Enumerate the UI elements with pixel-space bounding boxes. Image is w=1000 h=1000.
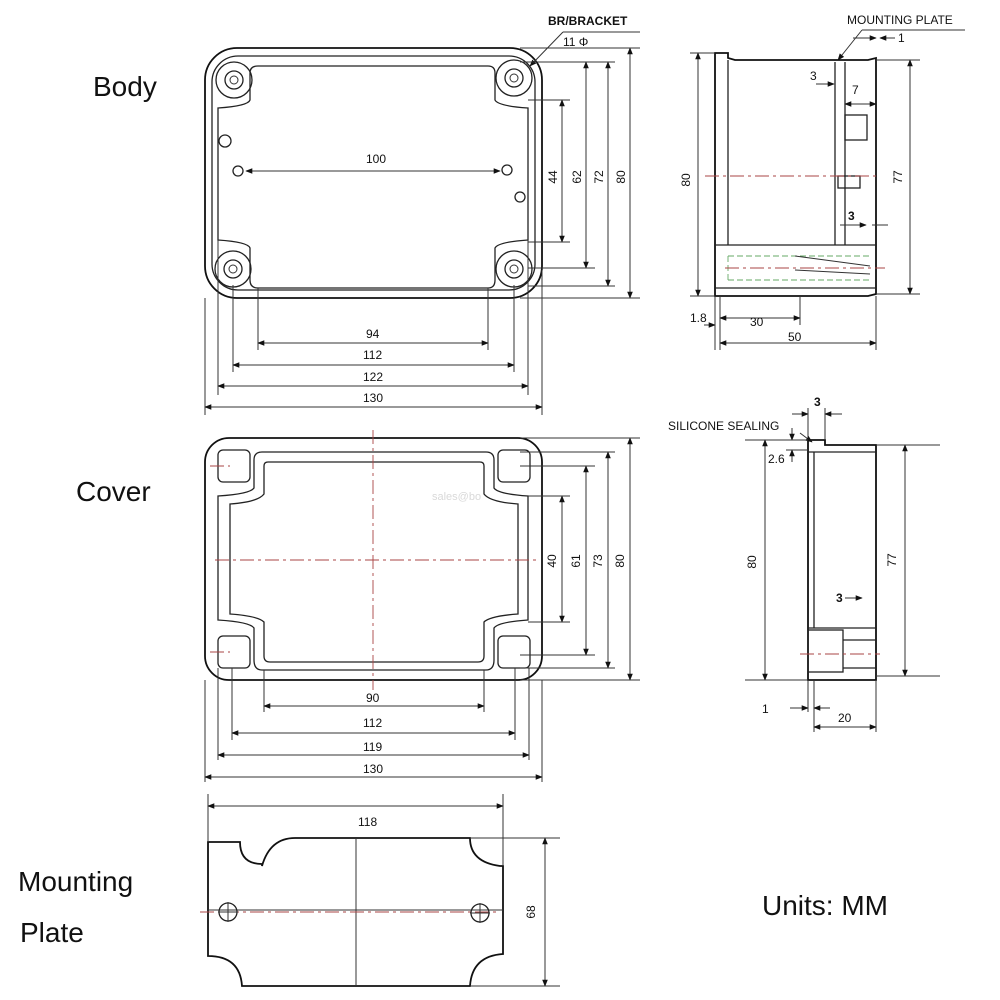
- watermark-text: sales@bo: [432, 491, 481, 503]
- body-side-dim-30: 30: [750, 315, 764, 329]
- cover-dim-90: 90: [366, 691, 380, 705]
- plate-dim-68: 68: [524, 905, 538, 919]
- cover-label: Cover: [76, 476, 151, 507]
- body-side-dim-80: 80: [679, 173, 693, 187]
- hole-diameter-label: 11 Φ: [563, 35, 588, 49]
- cover-side-dim-80: 80: [745, 555, 759, 569]
- body-dim-72: 72: [592, 170, 606, 184]
- mount-hole-left: [232, 165, 244, 177]
- body-label: Body: [93, 71, 157, 102]
- body-side-dim-7: 7: [852, 83, 859, 97]
- body-side-dim-1: 1: [898, 31, 905, 45]
- cover-side-dim-3-seal: 3: [814, 395, 821, 409]
- cover-front-view: sales@bo 90 112 119 130 40 61 73: [204, 430, 640, 782]
- cover-dim-130: 130: [363, 762, 383, 776]
- br-bracket-label: BR/BRACKET: [548, 14, 628, 28]
- cover-side-dim-1: 1: [762, 702, 769, 716]
- body-side-dim-50: 50: [788, 330, 802, 344]
- body-side-view: MOUNTING PLATE 1 3 7 3 80 77 1.8 30 50: [679, 13, 965, 350]
- mounting-plate-label-line1: Mounting: [18, 866, 133, 897]
- silicone-sealing-label: SILICONE SEALING: [668, 419, 779, 433]
- body-side-dim-1-8: 1.8: [690, 311, 707, 325]
- cover-side-view: SILICONE SEALING 3 2.6 80 77 3 1 20: [668, 395, 940, 732]
- units-label: Units: MM: [762, 890, 888, 921]
- cover-side-dim-77: 77: [885, 553, 899, 567]
- cover-side-dim-2-6: 2.6: [768, 452, 785, 466]
- mount-hole-right: [501, 164, 513, 176]
- mounting-plate-note: MOUNTING PLATE: [847, 13, 953, 27]
- body-dim-80: 80: [614, 170, 628, 184]
- cover-dim-112: 112: [363, 716, 382, 730]
- cover-dim-73: 73: [591, 554, 605, 568]
- cover-side-dim-20: 20: [838, 711, 852, 725]
- body-side-dim-3-bottom: 3: [848, 209, 855, 223]
- cover-dim-61: 61: [569, 554, 583, 568]
- body-dim-130: 130: [363, 391, 383, 405]
- cover-dim-80: 80: [613, 554, 627, 568]
- body-screw-boss: [214, 250, 252, 288]
- cover-side-dim-3-wall: 3: [836, 591, 843, 605]
- body-dim-62: 62: [570, 170, 584, 184]
- body-dim-44: 44: [546, 170, 560, 184]
- plate-dim-118: 118: [358, 815, 377, 829]
- body-dim-112: 112: [363, 348, 382, 362]
- body-side-dim-3-top: 3: [810, 69, 817, 83]
- cover-dim-119: 119: [363, 740, 382, 754]
- cover-dim-40: 40: [545, 554, 559, 568]
- body-screw-boss: [495, 59, 533, 97]
- cover-screw-pocket: [497, 635, 531, 669]
- mounting-plate-view: 118 68: [200, 794, 560, 987]
- mounting-plate-label-line2: Plate: [20, 917, 84, 948]
- body-screw-boss: [215, 61, 253, 99]
- body-screw-boss: [495, 250, 533, 288]
- body-dim-94: 94: [366, 327, 380, 341]
- body-dim-100: 100: [366, 152, 386, 166]
- body-side-dim-77: 77: [891, 170, 905, 184]
- body-front-view: 100 BR/BRACKET 11 Φ 94 112 122 130 44: [204, 14, 640, 415]
- body-dim-122: 122: [363, 370, 383, 384]
